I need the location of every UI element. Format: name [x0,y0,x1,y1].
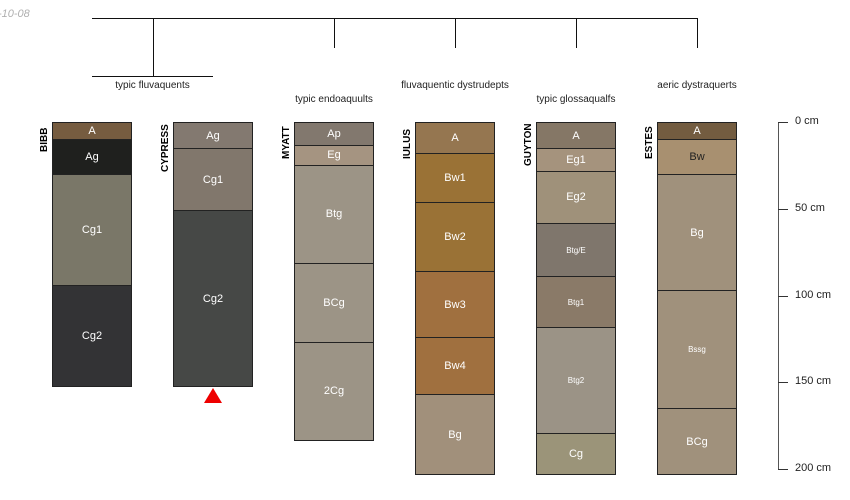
horizon: Bw [657,139,737,176]
horizon: Ag [52,139,132,176]
horizon: Btg/E [536,222,616,278]
horizon: Eg2 [536,170,616,224]
horizon: Cg2 [52,285,132,387]
axis-tick-label: 0 cm [795,115,819,127]
horizon: Bw2 [415,201,495,273]
horizon: Ag [173,122,253,150]
horizon: Bw4 [415,337,495,396]
tree-branch [92,18,697,19]
horizon: Btg [294,165,374,264]
profile-name: CYPRESS [160,124,171,173]
profile-name: ESTES [644,126,655,159]
tree-branch [576,18,577,48]
profile-name: IULUS [402,129,413,159]
axis-tick [778,382,788,384]
tree-branch [152,18,154,76]
horizon: A [415,122,495,155]
axis-tick-label: 100 cm [795,288,832,301]
tree-branch [455,18,456,48]
horizon: BCg [657,408,737,476]
axis-tick-label: 150 cm [795,375,832,388]
taxon-label: typic endoaquults [295,94,373,105]
horizon: Bssg [657,290,737,410]
tree-branch [334,18,335,48]
taxon-label: aeric dystraquerts [657,80,737,91]
tree-branch [697,18,698,48]
taxon-label: typic glossaqualfs [536,94,616,105]
horizon: Bg [415,394,495,476]
tree-branch [92,76,213,77]
horizon: Bg [657,174,737,292]
profile-name: MYATT [281,126,292,159]
horizon: Cg [536,432,616,476]
horizon: BCg [294,262,374,344]
horizon: Eg [294,144,374,167]
axis-tick [778,295,788,297]
horizon: Eg1 [536,148,616,172]
taxon-label: fluvaquentic dystrudepts [401,80,509,91]
date-label: -10-08 [0,8,30,20]
axis-tick [778,469,788,470]
horizon: Btg1 [536,276,616,328]
profile-name: BIBB [39,127,50,153]
horizon: Cg1 [173,148,253,212]
horizon: Bw3 [415,271,495,339]
horizon: Btg2 [536,326,616,434]
axis-tick-label: 200 cm [795,462,832,474]
horizon: A [536,122,616,150]
horizon: Cg2 [173,210,253,387]
horizon: A [657,122,737,141]
horizon: 2Cg [294,342,374,441]
axis-tick [778,122,788,123]
horizon: Bw1 [415,153,495,203]
truncation-marker-icon [204,387,222,403]
axis-tick [778,208,788,210]
axis-tick-label: 50 cm [795,201,825,214]
horizon: Ap [294,122,374,146]
taxon-label: typic fluvaquents [115,80,190,91]
profile-name: GUYTON [523,122,534,166]
horizon: A [52,122,132,141]
horizon: Cg1 [52,174,132,287]
